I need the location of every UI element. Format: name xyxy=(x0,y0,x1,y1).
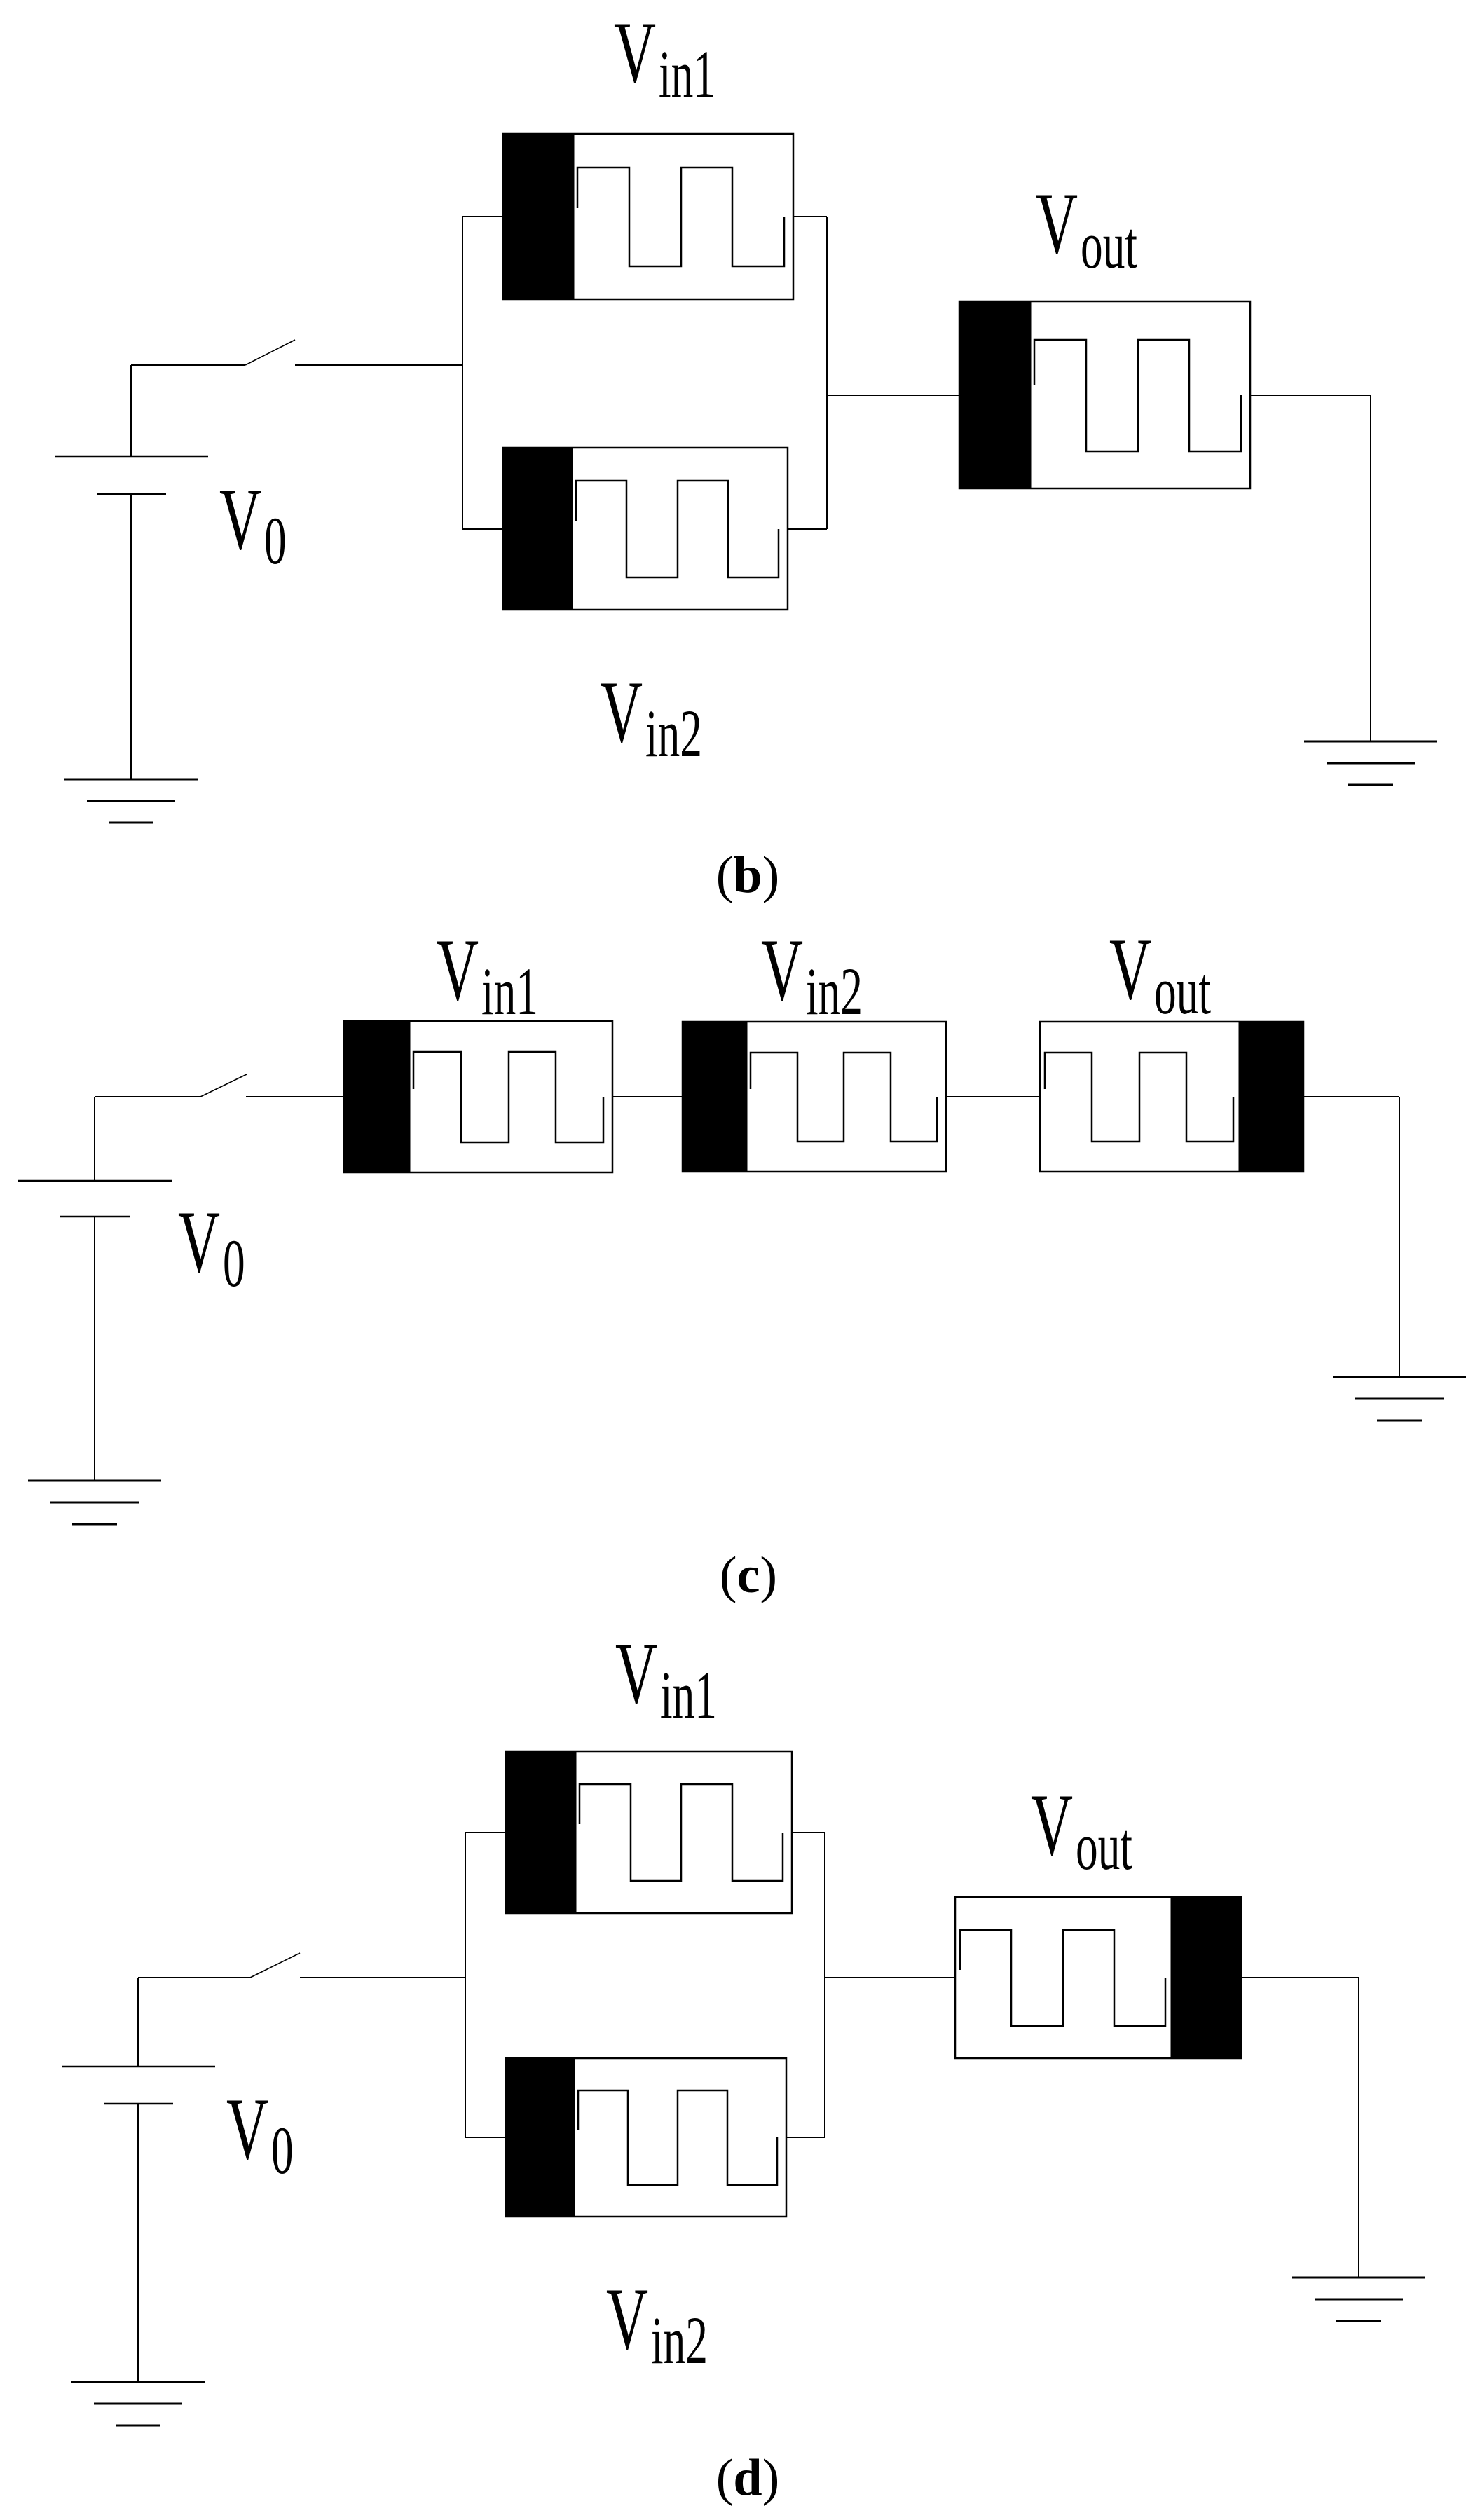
label-main: V xyxy=(226,2081,268,2178)
black-electrode xyxy=(1170,1896,1242,2059)
cell-vin2 xyxy=(502,446,789,611)
label-subscript: out xyxy=(1154,954,1211,1028)
cell-vin2 xyxy=(681,1020,947,1173)
label-main: V xyxy=(601,664,643,761)
black-electrode xyxy=(682,1021,748,1172)
panel-caption-letter: c xyxy=(737,1547,760,1604)
panel-caption-b: (b) xyxy=(716,847,779,904)
cell-vin1 xyxy=(502,132,795,301)
square-wave-icon xyxy=(749,1051,938,1143)
label-subscript: out xyxy=(1081,208,1137,282)
cell-vout xyxy=(958,300,1252,490)
label-main: V xyxy=(1031,1776,1073,1874)
label-main: V xyxy=(614,4,656,102)
label-vin1: Vin1 xyxy=(437,922,538,1029)
cell-vin1 xyxy=(343,1020,614,1174)
label-subscript: in2 xyxy=(645,697,702,771)
switch xyxy=(200,1074,247,1097)
label-subscript: 0 xyxy=(264,504,287,578)
black-electrode xyxy=(959,301,1032,489)
label-subscript: 0 xyxy=(223,1226,245,1301)
label-vin1: Vin1 xyxy=(615,1625,717,1732)
switch xyxy=(249,1952,301,1978)
label-main: V xyxy=(178,1193,220,1291)
switch-arm xyxy=(200,1074,247,1097)
square-wave-icon xyxy=(578,1783,784,1882)
label-vin2: Vin2 xyxy=(761,922,863,1029)
ground-left xyxy=(71,2381,205,2427)
label-vout: Vout xyxy=(1031,1776,1132,1884)
switch xyxy=(245,339,296,366)
label-main: V xyxy=(219,471,261,568)
label-subscript: in1 xyxy=(659,37,715,111)
label-vout: Vout xyxy=(1109,921,1211,1028)
label-subscript: in1 xyxy=(660,1658,717,1732)
ground-right xyxy=(1292,2276,1425,2322)
label-vin1: Vin1 xyxy=(614,4,715,111)
label-v0: V0 xyxy=(226,2081,294,2188)
cell-vout xyxy=(954,1896,1242,2060)
cell-vin2 xyxy=(505,2057,788,2218)
square-wave-icon xyxy=(575,479,780,579)
black-electrode xyxy=(343,1020,411,1173)
label-main: V xyxy=(437,922,479,1019)
panel-caption-d: (d) xyxy=(716,2449,779,2507)
panel-caption-c: (c) xyxy=(720,1547,777,1604)
label-vout: Vout xyxy=(1036,175,1137,282)
ground-left xyxy=(28,1479,161,1526)
switch-arm xyxy=(245,339,296,366)
switch-arm xyxy=(249,1952,301,1978)
label-main: V xyxy=(761,922,803,1019)
label-subscript: in1 xyxy=(481,954,538,1029)
label-main: V xyxy=(1036,175,1078,273)
label-main: V xyxy=(615,1625,657,1723)
label-main: V xyxy=(1109,921,1151,1018)
label-main: V xyxy=(606,2271,648,2368)
black-electrode xyxy=(1238,1021,1304,1172)
square-wave-icon xyxy=(412,1050,605,1144)
label-vin2: Vin2 xyxy=(606,2271,708,2378)
square-wave-icon xyxy=(1033,338,1242,453)
black-electrode xyxy=(505,2057,575,2217)
panel-caption-letter: b xyxy=(733,847,762,904)
panel-caption-letter: d xyxy=(733,2449,762,2507)
square-wave-icon xyxy=(959,1929,1167,2027)
ground-left xyxy=(64,778,198,824)
cell-vin1 xyxy=(505,1750,793,1915)
square-wave-icon xyxy=(576,166,786,268)
square-wave-icon xyxy=(577,2089,779,2186)
label-subscript: in2 xyxy=(806,954,863,1029)
black-electrode xyxy=(502,447,573,610)
label-subscript: in2 xyxy=(651,2303,708,2378)
label-v0: V0 xyxy=(178,1193,245,1301)
black-electrode xyxy=(505,1751,577,1914)
label-subscript: 0 xyxy=(271,2114,294,2188)
label-vin2: Vin2 xyxy=(601,664,702,771)
ground-right xyxy=(1304,740,1437,786)
cell-vout xyxy=(1039,1020,1305,1173)
black-electrode xyxy=(502,133,575,300)
label-v0: V0 xyxy=(219,471,287,578)
square-wave-icon xyxy=(1043,1051,1235,1143)
ground-right xyxy=(1333,1376,1466,1422)
label-subscript: out xyxy=(1076,1809,1132,1884)
